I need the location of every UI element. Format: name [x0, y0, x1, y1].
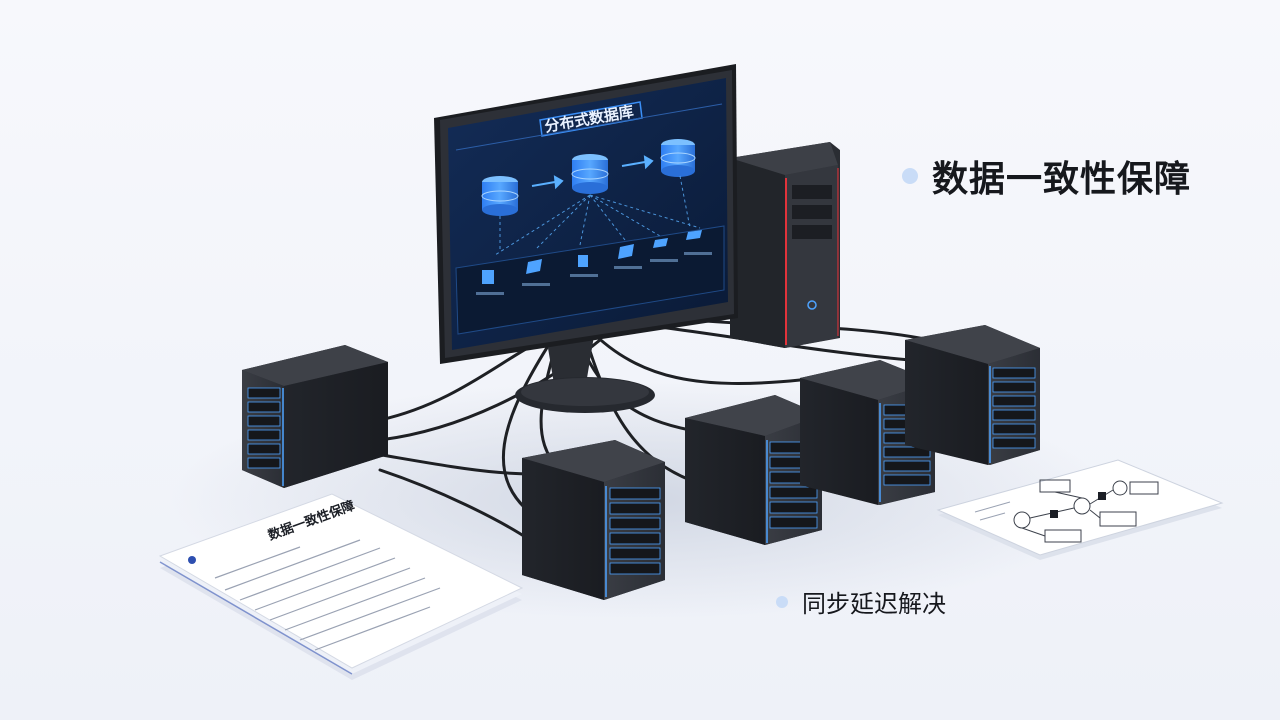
callout-latency-text: 同步延迟解决 — [802, 590, 946, 618]
callout-consistency-text: 数据一致性保障 — [932, 159, 1192, 200]
arrow-right-icon — [621, 155, 654, 170]
diagram-sheet — [936, 459, 1224, 560]
logo-icon — [188, 556, 196, 564]
database-icon — [481, 176, 519, 216]
database-icon — [660, 139, 696, 177]
bullet-dot-icon — [902, 168, 918, 184]
server-unit — [242, 345, 388, 488]
database-icon — [571, 154, 609, 194]
callout-consistency: 数据一致性保障 — [902, 150, 1191, 202]
tower-computer — [730, 142, 840, 348]
bullet-dot-icon — [776, 595, 788, 608]
server-unit — [905, 325, 1040, 465]
callout-latency: 同步延迟解决 — [776, 584, 946, 619]
arrow-right-icon — [531, 175, 564, 190]
monitor: 分布式数据库 — [434, 64, 738, 413]
power-icon — [807, 300, 817, 310]
server-unit — [522, 440, 665, 600]
document-stack: 数据一致性保障 — [158, 493, 524, 680]
